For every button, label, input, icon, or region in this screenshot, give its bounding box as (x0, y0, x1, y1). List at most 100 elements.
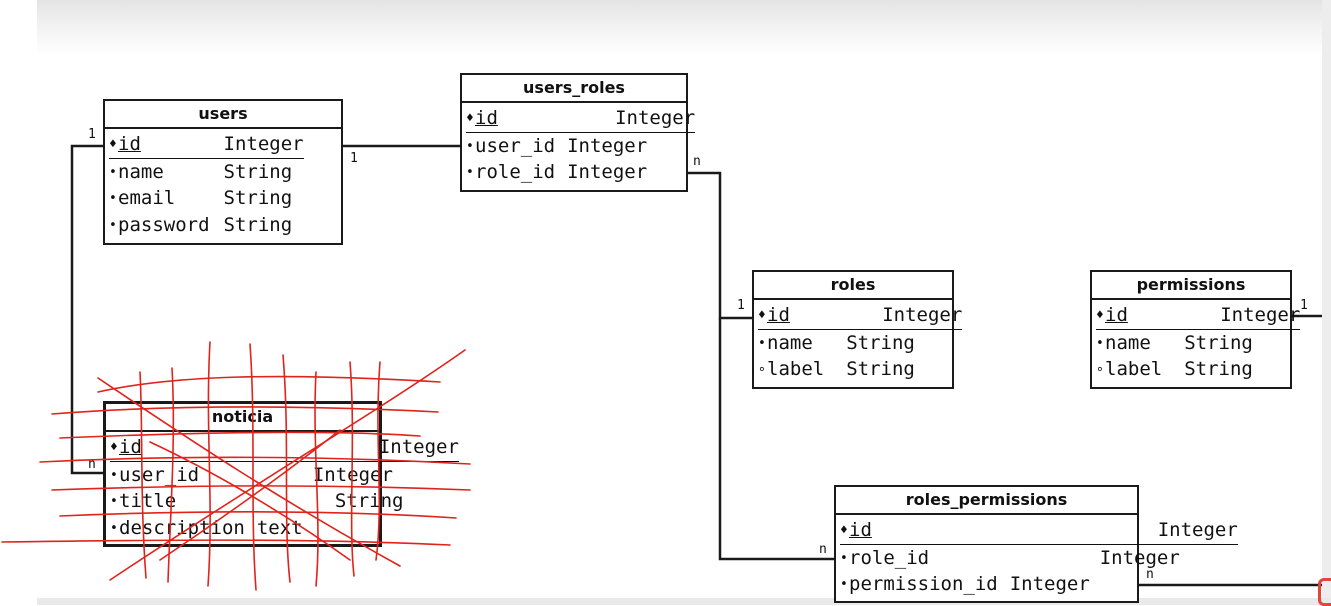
required-field-icon: • (758, 335, 766, 351)
field-name: label (767, 358, 825, 381)
field-name: role_id (475, 161, 556, 184)
field-type: String (223, 187, 293, 210)
field-name: id (767, 304, 790, 327)
link-users-noticia (70, 144, 105, 475)
field-name: description (119, 516, 245, 539)
primary-key-icon: ♦ (758, 308, 766, 324)
field-row: ♦id Integer (466, 105, 696, 133)
field-type: String (223, 213, 293, 236)
field-name: permission_id (849, 573, 998, 596)
field-type: Integer (209, 131, 304, 159)
field-name: name (1105, 331, 1151, 354)
cardinality-label: n (88, 457, 96, 472)
link-roles-roles-permissions (718, 318, 836, 561)
entity-title: noticia (106, 404, 379, 432)
field-name: id (119, 436, 142, 459)
field-type: Integer (555, 105, 696, 133)
field-name: password (118, 213, 210, 236)
field-row: •name String (758, 329, 962, 356)
cardinality-label: n (693, 154, 701, 169)
field-type: String (846, 331, 915, 354)
field-type: text (256, 516, 303, 539)
left-margin (0, 0, 37, 605)
field-type: Integer (1009, 573, 1090, 596)
required-field-icon: • (109, 191, 117, 207)
field-name: id (118, 133, 141, 156)
field-type: Integer (1099, 546, 1180, 569)
field-row: •role_id Integer (466, 159, 695, 186)
field-name: id (1105, 304, 1128, 327)
corner-overlay-mark (1318, 578, 1331, 606)
entity-title: users_roles (462, 75, 686, 103)
field-row: ♦id Integer (758, 302, 963, 330)
primary-key-icon: ♦ (110, 440, 118, 456)
field-name: id (475, 107, 498, 130)
field-type: String (334, 490, 404, 513)
field-row: •name String (1096, 329, 1300, 356)
cardinality-label: 1 (737, 298, 745, 313)
required-field-icon: • (840, 577, 848, 593)
required-field-icon: • (109, 164, 117, 180)
window-bottom-edge (37, 598, 1331, 605)
field-type: String (1184, 331, 1253, 354)
entity-title: users (105, 101, 341, 129)
entity-title: roles (754, 272, 952, 300)
field-type: Integer (312, 463, 393, 486)
field-row: ♦id Integer (110, 434, 459, 462)
field-name: name (767, 331, 813, 354)
required-field-icon: • (1096, 335, 1104, 351)
field-type: Integer (567, 161, 648, 184)
window-right-edge (1322, 0, 1331, 605)
field-type: Integer (997, 517, 1238, 545)
required-field-icon: • (466, 165, 474, 181)
field-type: String (1184, 358, 1253, 381)
entity-title: roles_permissions (836, 487, 1137, 515)
window-top-shadow (37, 0, 1331, 55)
field-type: Integer (1162, 302, 1301, 330)
field-type: String (846, 358, 915, 381)
field-row: ♦id Integer (1096, 302, 1301, 330)
field-name: user_id (119, 463, 200, 486)
cardinality-label: 1 (88, 127, 96, 142)
required-field-icon: • (466, 138, 474, 154)
field-row: •permission_id Integer (840, 571, 1238, 598)
field-name: title (119, 490, 177, 513)
optional-field-icon: ∘ (758, 362, 766, 378)
field-row: ∘label String (758, 356, 962, 383)
field-name: role_id (849, 546, 930, 569)
field-name: name (118, 160, 164, 183)
required-field-icon: • (109, 217, 117, 233)
cardinality-label: n (1146, 567, 1154, 582)
field-type: Integer (244, 434, 459, 462)
field-name: email (118, 187, 176, 210)
cardinality-label: 1 (1300, 298, 1308, 313)
field-type: Integer (824, 302, 963, 330)
field-row: •email String (109, 185, 304, 212)
primary-key-icon: ♦ (466, 111, 474, 127)
field-row: •password String (109, 212, 304, 239)
field-name: label (1105, 358, 1163, 381)
primary-key-icon: ♦ (1096, 308, 1104, 324)
cardinality-label: n (819, 542, 827, 557)
primary-key-icon: ♦ (840, 523, 848, 539)
